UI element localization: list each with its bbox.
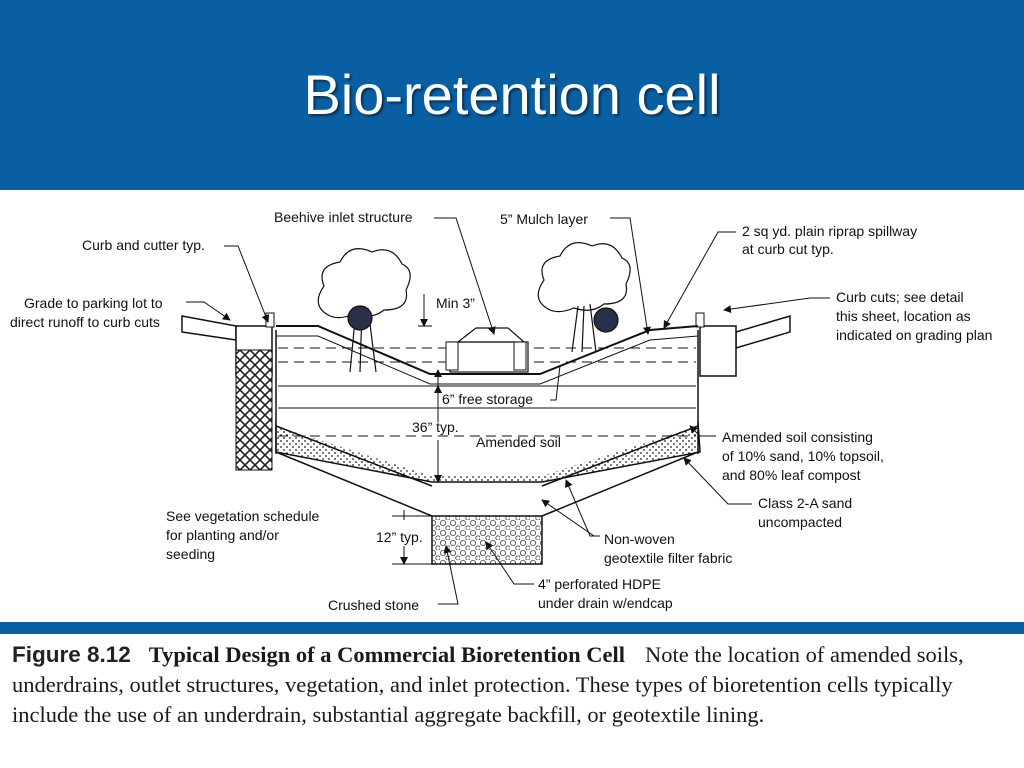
inlet-post xyxy=(445,341,459,371)
label-crushed-stone: Crushed stone xyxy=(328,597,419,613)
label-hdpe-1: 4” perforated HDPE xyxy=(538,576,661,592)
leader-curb-gutter xyxy=(224,245,270,323)
leader-grade xyxy=(186,301,231,321)
right-pavement xyxy=(735,314,791,350)
label-beehive: Beehive inlet structure xyxy=(274,209,413,225)
caption-panel: Figure 8.12 Typical Design of a Commercia… xyxy=(0,634,1024,768)
slide-title: Bio-retention cell xyxy=(303,63,721,126)
figure-panel: Beehive inlet structure 5” Mulch layer 2… xyxy=(0,190,1024,622)
label-curbcuts-1: Curb cuts; see detail xyxy=(836,289,964,305)
excavation-left-outer xyxy=(275,451,433,517)
label-depth12: 12” typ. xyxy=(376,529,423,545)
label-free-storage: 6” free storage xyxy=(442,391,533,407)
label-veg-2: for planting and/or xyxy=(166,527,279,543)
label-depth36: 36” typ. xyxy=(412,419,459,435)
mulch-surface xyxy=(276,335,699,385)
leader-amended xyxy=(689,425,716,437)
figure-title: Typical Design of a Commercial Bioretent… xyxy=(148,642,625,667)
bottom-strip xyxy=(0,622,1024,634)
ponding-surface xyxy=(276,325,699,375)
leader-riprap xyxy=(663,231,736,329)
leader-beehive xyxy=(434,217,496,335)
figure-caption-text: Note the location of amended soils, unde… xyxy=(12,642,964,727)
inlet-post xyxy=(513,341,527,371)
right-tree xyxy=(537,242,631,353)
label-amended-desc-3: and 80% leaf compost xyxy=(722,467,861,483)
label-mulch: 5” Mulch layer xyxy=(500,211,588,227)
crushed-stone-trench xyxy=(431,515,543,565)
leader-hdpe xyxy=(485,541,534,585)
leader-geotextile-1 xyxy=(565,479,600,537)
amended-soil-core xyxy=(276,336,698,476)
left-curb-wall xyxy=(235,349,273,471)
left-pavement xyxy=(181,315,237,341)
label-veg-3: seeding xyxy=(166,546,215,562)
label-amended-desc-1: Amended soil consisting xyxy=(722,429,873,445)
label-grade-1: Grade to parking lot to xyxy=(24,295,163,311)
label-geotextile-2: geotextile filter fabric xyxy=(604,550,732,566)
label-amended-soil: Amended soil xyxy=(476,434,561,450)
leader-storage xyxy=(550,365,561,401)
label-riprap-2: at curb cut typ. xyxy=(742,241,834,257)
leader-geotextile-2 xyxy=(541,499,600,537)
leader-curb-cuts xyxy=(723,297,830,313)
label-sand-2: uncompacted xyxy=(758,514,842,530)
label-sand-1: Class 2-A sand xyxy=(758,495,852,511)
bioretention-cross-section: Beehive inlet structure 5” Mulch layer 2… xyxy=(10,209,992,613)
figure-caption: Figure 8.12 Typical Design of a Commercia… xyxy=(12,640,1017,730)
label-amended-desc-2: of 10% sand, 10% topsoil, xyxy=(722,448,884,464)
label-veg-1: See vegetation schedule xyxy=(166,508,320,524)
left-tree xyxy=(317,248,411,373)
figure-number: Figure 8.12 xyxy=(12,642,131,667)
leader-crushed-stone xyxy=(438,545,459,605)
beehive-inlet-dome xyxy=(456,327,526,343)
label-geotextile-1: Non-woven xyxy=(604,531,675,547)
title-band xyxy=(0,0,1024,190)
excavation-right-outer xyxy=(541,451,699,517)
label-riprap-1: 2 sq yd. plain riprap spillway xyxy=(742,223,917,239)
label-min3: Min 3” xyxy=(436,295,475,311)
label-hdpe-2: under drain w/endcap xyxy=(538,595,673,611)
right-curb-cap xyxy=(695,312,705,328)
label-curbcuts-2: this sheet, location as xyxy=(836,308,971,324)
label-curbcuts-3: indicated on grading plan xyxy=(836,327,992,343)
right-curb xyxy=(699,325,737,377)
label-curb-gutter: Curb and cutter typ. xyxy=(82,237,205,253)
leader-mulch xyxy=(610,217,651,335)
leader-sand xyxy=(683,457,752,505)
label-grade-2: direct runoff to curb cuts xyxy=(10,314,160,330)
